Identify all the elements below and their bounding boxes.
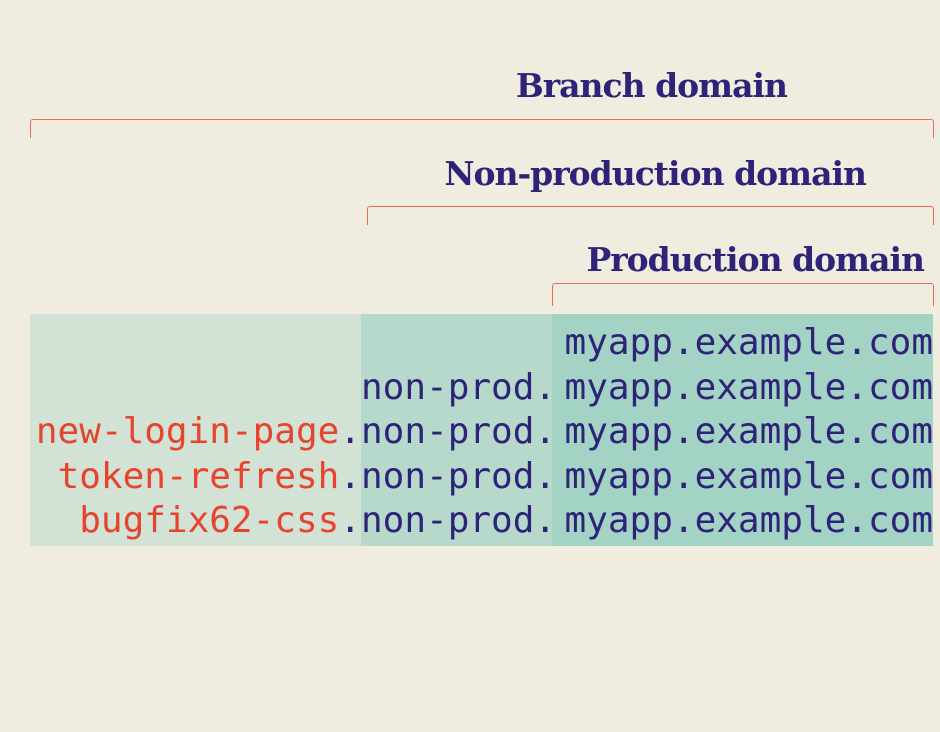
non-prod-cell xyxy=(361,321,552,366)
branch-name: new-login-page xyxy=(35,411,340,452)
production-domain-label: Production domain xyxy=(586,240,925,279)
prod-cell: myapp.example.com xyxy=(564,500,933,541)
prod-cell: myapp.example.com xyxy=(564,455,933,497)
non-production-domain-label: Non-production domain xyxy=(444,154,867,193)
non-prod-column: non-prod. non-prod. non-prod. non-prod. xyxy=(361,314,557,546)
branch-name: bugfix62-css xyxy=(79,500,340,541)
prod-cell: myapp.example.com xyxy=(564,411,933,452)
branch-cell: new-login-page. xyxy=(35,411,361,452)
non-prod-cell: non-prod. xyxy=(361,500,557,541)
branch-domain-bracket xyxy=(30,119,934,138)
branch-cell xyxy=(30,321,361,366)
branch-column: new-login-page. token-refresh. bugfix62-… xyxy=(30,314,361,546)
branch-cell xyxy=(30,366,361,411)
non-production-domain-bracket xyxy=(367,206,934,225)
prod-cell: myapp.example.com xyxy=(564,366,933,408)
production-domain-bracket xyxy=(552,283,934,306)
branch-cell: token-refresh. xyxy=(57,455,361,497)
branch-cell: bugfix62-css. xyxy=(79,500,361,541)
prod-column: myapp.example.com myapp.example.com myap… xyxy=(552,314,933,546)
branch-domain-label: Branch domain xyxy=(515,66,788,105)
non-prod-cell: non-prod. xyxy=(361,366,557,408)
non-prod-cell: non-prod. xyxy=(361,455,557,497)
non-prod-cell: non-prod. xyxy=(361,411,557,452)
branch-name: token-refresh xyxy=(57,455,340,497)
prod-cell: myapp.example.com xyxy=(564,322,933,363)
